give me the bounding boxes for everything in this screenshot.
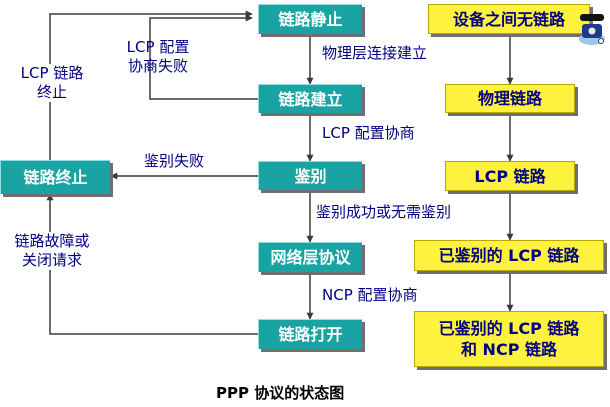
status-physical-link: 物理链路 <box>445 84 575 113</box>
state-link-terminate-label: 链路终止 <box>23 168 88 187</box>
label-lcp-fail-line1: LCP 配置 <box>126 38 190 56</box>
status-lcp-link-label: LCP 链路 <box>474 166 546 186</box>
status-no-link: 设备之间无链路 <box>428 4 590 34</box>
label-ncp-negotiate: NCP 配置协商 <box>322 286 418 304</box>
state-authenticate: 鉴别 <box>258 161 362 190</box>
label-lcp-terminate-line1: LCP 链路 <box>20 64 84 82</box>
state-link-dead-label: 链路静止 <box>278 10 343 29</box>
status-auth-lcp-link: 已鉴别的 LCP 链路 <box>414 240 604 271</box>
label-lcp-fail: LCP 配置 协商失败 <box>110 38 206 76</box>
status-auth-lcp-ncp-line2: 和 NCP 链路 <box>460 340 557 359</box>
label-physical-connect: 物理层连接建立 <box>322 44 428 62</box>
status-auth-lcp-link-label: 已鉴别的 LCP 链路 <box>438 246 580 265</box>
telephone-icon <box>578 8 608 48</box>
label-auth-ok: 鉴别成功或无需鉴别 <box>316 203 452 221</box>
label-auth-fail: 鉴别失败 <box>144 152 205 170</box>
label-lcp-negotiate: LCP 配置协商 <box>322 124 415 142</box>
state-link-dead: 链路静止 <box>258 4 362 34</box>
state-link-open: 链路打开 <box>258 319 362 349</box>
state-authenticate-label: 鉴别 <box>294 166 327 186</box>
state-link-establish: 链路建立 <box>258 84 362 113</box>
state-network-protocol-label: 网络层协议 <box>270 248 351 267</box>
label-lcp-terminate: LCP 链路 终止 <box>4 64 100 102</box>
diagram-caption: PPP 协议的状态图 <box>216 384 345 402</box>
status-auth-lcp-ncp-link: 已鉴别的 LCP 链路 和 NCP 链路 <box>414 311 604 367</box>
label-link-fault-line1: 链路故障或 <box>14 232 90 250</box>
status-auth-lcp-ncp-line1: 已鉴别的 LCP 链路 <box>438 319 580 338</box>
state-link-terminate: 链路终止 <box>0 160 110 194</box>
state-network-protocol: 网络层协议 <box>258 242 362 272</box>
label-lcp-terminate-line2: 终止 <box>36 83 67 101</box>
arrow-lcp-fail-loop <box>149 14 258 100</box>
label-link-fault: 链路故障或 关闭请求 <box>2 232 102 270</box>
state-link-establish-label: 链路建立 <box>278 89 343 109</box>
status-no-link-label: 设备之间无链路 <box>452 9 565 29</box>
label-lcp-fail-line2: 协商失败 <box>127 57 188 75</box>
label-link-fault-line2: 关闭请求 <box>21 251 82 269</box>
status-lcp-link: LCP 链路 <box>445 161 575 191</box>
status-physical-link-label: 物理链路 <box>477 89 542 108</box>
state-link-open-label: 链路打开 <box>278 325 343 344</box>
arrow-terminate-to-dead <box>49 10 253 160</box>
